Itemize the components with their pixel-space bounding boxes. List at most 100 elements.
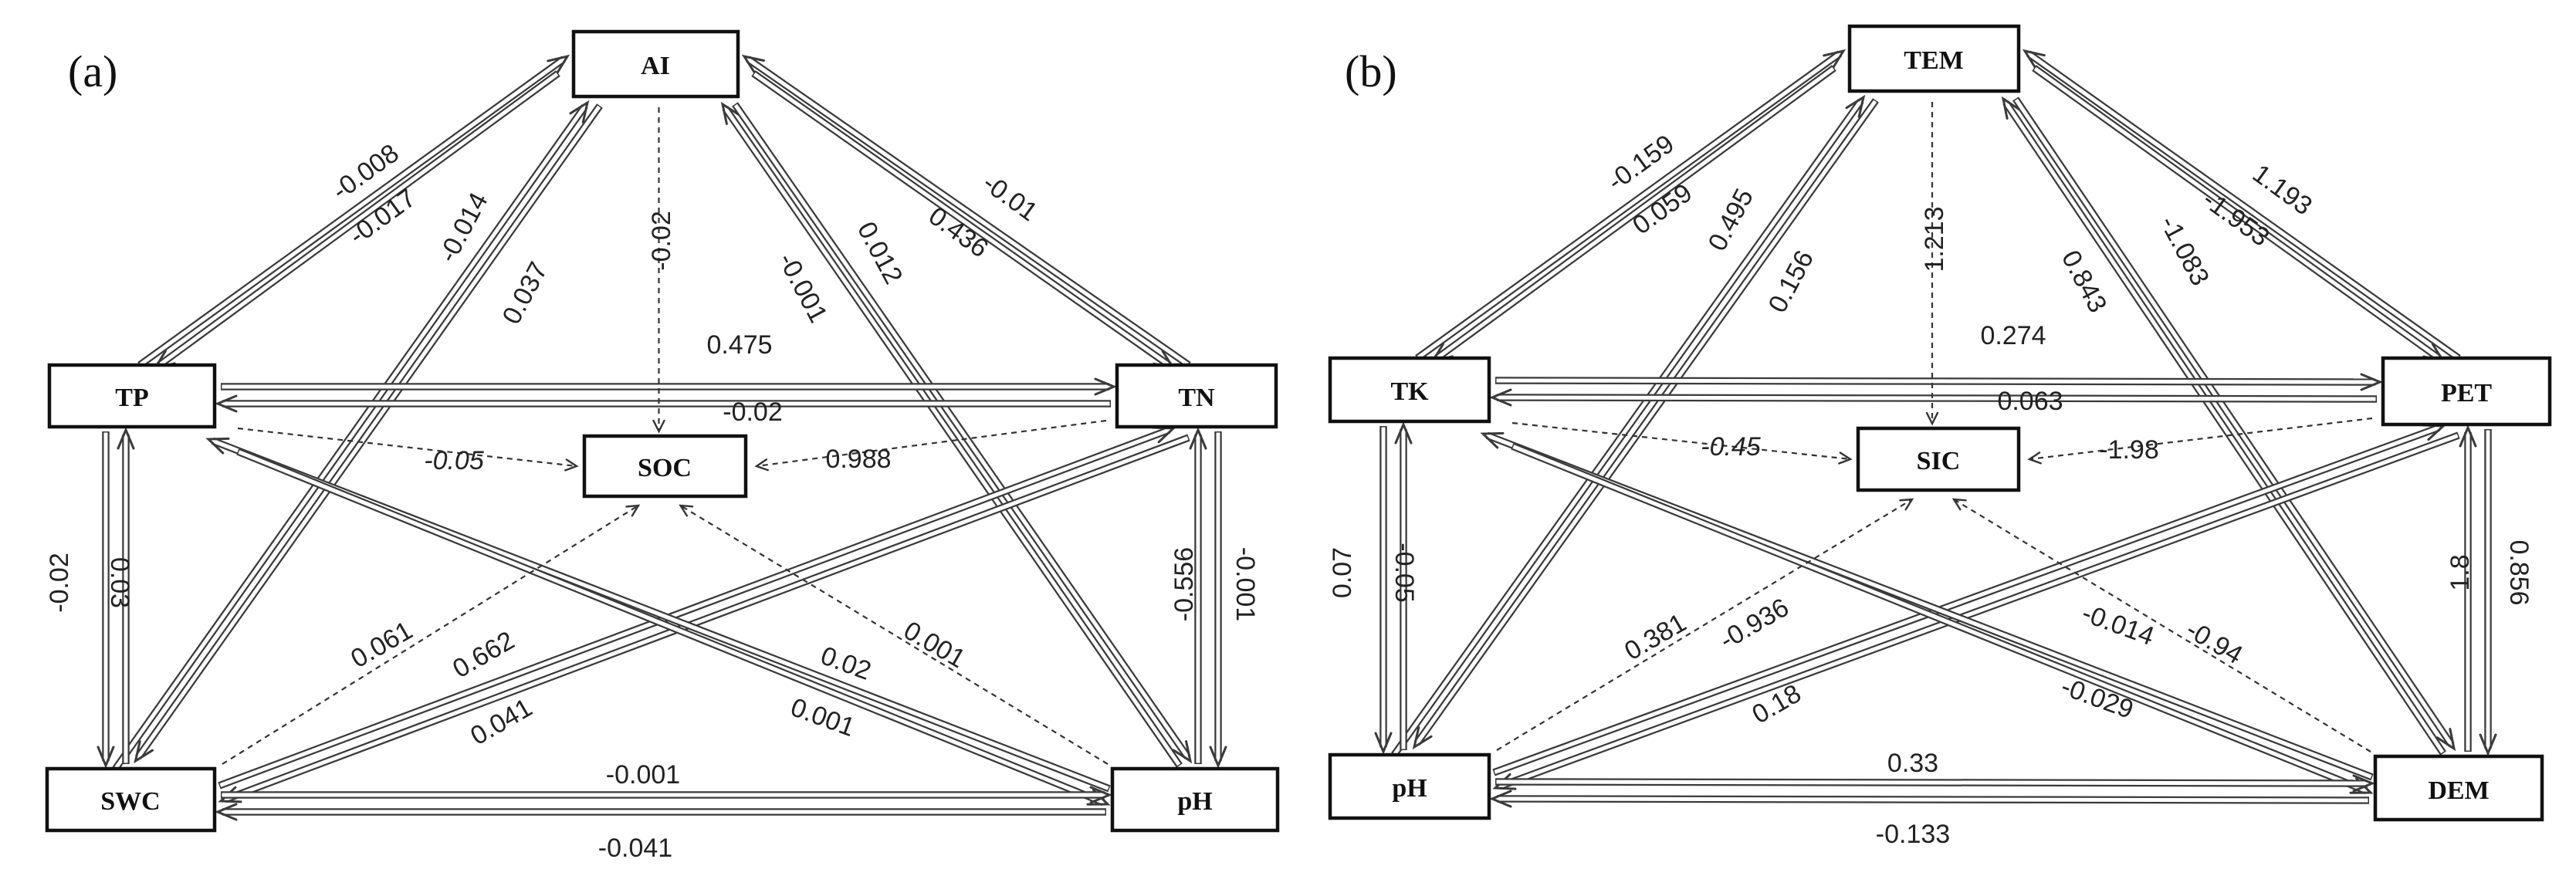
coef-ai-ph: -0.001 xyxy=(772,248,833,327)
dashed-right-to-center xyxy=(754,419,1107,472)
coef-ph-pet: -0.936 xyxy=(1715,593,1793,655)
coef-ph-swc: -0.041 xyxy=(598,834,672,863)
arrow-bl-to-top xyxy=(112,100,590,771)
node-tem: TEM xyxy=(1847,24,2021,93)
node-ph-b-label: pH xyxy=(1392,774,1427,803)
coef-ph-tn: -0.556 xyxy=(1170,547,1199,621)
coef-ph-sic: 0.381 xyxy=(1620,608,1691,666)
node-tem-label: TEM xyxy=(1904,46,1963,75)
coef-swc-ai: 0.037 xyxy=(497,257,554,329)
coef-dem-sic: -0.94 xyxy=(2181,615,2247,671)
coef-tem-ph: 0.495 xyxy=(1703,184,1760,255)
coef-ph-dem: 0.33 xyxy=(1887,749,1938,778)
arrow-bl-to-left xyxy=(1394,421,1413,750)
dashed-top-to-center xyxy=(652,107,665,434)
coef-ph-tem: 0.156 xyxy=(1763,245,1820,317)
arrow-br-to-top xyxy=(2001,96,2446,756)
coef-ph-tk: -0.05 xyxy=(1390,543,1419,603)
node-tp: TP xyxy=(47,363,217,429)
arrow-right-to-top xyxy=(2022,49,2461,361)
dashed-right-to-center xyxy=(2027,417,2373,465)
coef-dem-tem: 0.843 xyxy=(2056,245,2113,317)
node-ai-label: AI xyxy=(641,52,670,80)
coef-tp-swc: -0.02 xyxy=(45,553,74,613)
panel-a-dashed-arrows xyxy=(222,107,1109,765)
node-swc-label: SWC xyxy=(100,787,160,816)
node-sic: SIC xyxy=(1856,426,2021,492)
node-swc: SWC xyxy=(45,766,217,833)
coef-ai-tn: -0.01 xyxy=(977,168,1043,227)
coef-dem-ph: -0.133 xyxy=(1876,820,1950,849)
dashed-top-to-center xyxy=(1925,102,1939,426)
node-soc-label: SOC xyxy=(638,454,692,482)
dashed-br-to-center xyxy=(1951,498,2371,752)
arrow-top-to-br xyxy=(2012,96,2456,752)
coef-tn-ph: -0.001 xyxy=(1230,547,1260,621)
arrow-left-to-right xyxy=(1494,373,2383,391)
coef-pet-dem: 1.8 xyxy=(2446,554,2475,590)
coef-swc-ph: -0.001 xyxy=(606,760,680,790)
node-pet: PET xyxy=(2381,356,2552,427)
coef-tk-dem: -0.014 xyxy=(2078,598,2158,651)
node-tn-label: TN xyxy=(1178,384,1215,412)
coef-tn-soc: 0.988 xyxy=(825,445,891,474)
coef-dem-pet: 0.856 xyxy=(2504,539,2534,605)
coef-ai-swc: -0.014 xyxy=(433,188,494,267)
arrow-right-to-left xyxy=(1489,388,2378,407)
coef-tem-sic: 1.213 xyxy=(1920,206,1949,272)
coef-ph-soc: 0.001 xyxy=(899,616,970,674)
arrow-right-to-br xyxy=(1209,431,1227,769)
arrow-br-to-bl xyxy=(1489,790,2370,808)
panel-b-solid-arrows xyxy=(1374,49,2497,808)
node-pet-label: PET xyxy=(2441,379,2492,407)
arrow-br-to-top xyxy=(720,101,1183,768)
arrow-right-to-br xyxy=(2479,429,2497,756)
arrow-left-to-bl xyxy=(96,431,115,769)
coef-pet-sic: -1.98 xyxy=(2099,435,2159,465)
coef-swc-soc: 0.061 xyxy=(346,616,418,674)
dashed-left-to-center xyxy=(1511,421,1853,465)
arrow-bl-to-left xyxy=(117,427,135,764)
node-tp-label: TP xyxy=(115,384,148,412)
panel-a-solid-arrows xyxy=(96,54,1227,821)
coef-tk-tem: 0.059 xyxy=(1627,178,1698,241)
node-ai: AI xyxy=(571,29,740,99)
coef-tn-tp: -0.02 xyxy=(723,397,783,427)
node-dem: DEM xyxy=(2373,754,2544,822)
dashed-bl-to-center xyxy=(1496,498,1914,751)
coef-tn-ai: 0.436 xyxy=(923,201,994,264)
arrow-bl-to-br xyxy=(221,786,1112,804)
arrow-top-to-bl xyxy=(1412,98,1879,750)
coef-tem-dem: -1.083 xyxy=(2154,211,2215,290)
arrow-left-to-bl xyxy=(1374,426,1393,755)
arrow-left-to-top xyxy=(1415,49,1847,361)
dashed-left-to-center xyxy=(237,427,579,472)
arrow-left-to-top xyxy=(137,54,570,368)
node-sic-label: SIC xyxy=(1917,447,1961,475)
panel-a: (a) AI TP TN SOC SWC pH - xyxy=(45,29,1280,863)
arrow-br-to-right xyxy=(1189,427,1207,764)
coef-tk-sic: -0.45 xyxy=(1701,432,1761,462)
node-tk: TK xyxy=(1328,356,1491,424)
panel-b: (b) TEM TK PET SIC pH DEM -0.159 0.059 xyxy=(1328,24,2552,849)
node-ph-a: pH xyxy=(1110,766,1280,833)
panel-a-label: (a) xyxy=(68,46,117,96)
coef-pet-tk: 0.063 xyxy=(1997,387,2063,416)
arrow-top-to-br xyxy=(732,102,1193,764)
panel-b-label: (b) xyxy=(1345,46,1397,96)
coef-tp-soc: -0.05 xyxy=(424,446,484,475)
arrow-br-to-right xyxy=(2459,424,2477,752)
arrow-right-to-top xyxy=(741,54,1191,368)
coef-tp-tn: 0.475 xyxy=(706,330,772,360)
arrow-top-to-bl xyxy=(134,103,603,764)
node-ph-b: pH xyxy=(1328,752,1491,820)
coef-tk-pet: 0.274 xyxy=(1980,321,2046,350)
coef-ai-soc: -0.02 xyxy=(647,211,676,271)
arrow-bl-to-top xyxy=(1391,94,1866,757)
node-soc: SOC xyxy=(582,434,748,499)
arrow-left-to-right xyxy=(221,377,1117,396)
node-dem-label: DEM xyxy=(2428,776,2489,805)
node-tk-label: TK xyxy=(1390,377,1429,406)
coef-tk-ph: 0.07 xyxy=(1328,547,1357,598)
